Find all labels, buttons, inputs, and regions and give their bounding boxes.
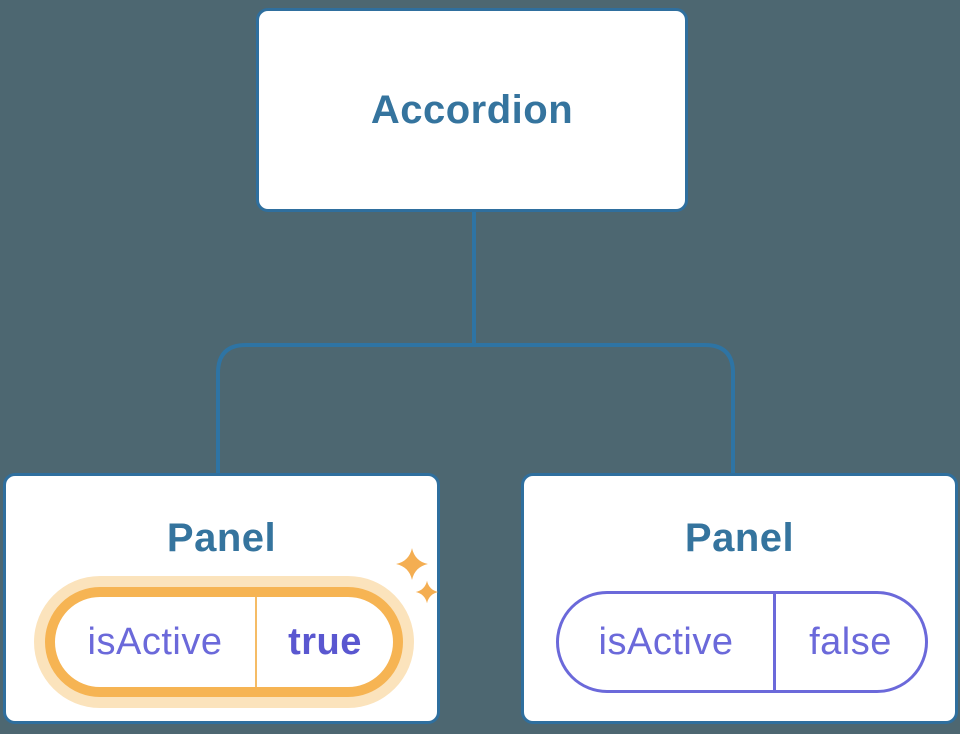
panel-node-active: Panel isActive true [3,473,440,724]
state-name-label: isActive [598,620,734,663]
state-value-label: true [288,620,362,663]
sparkle-icon [415,580,439,604]
panel-node-inactive: Panel isActive false [521,473,958,724]
state-value-cell: false [776,594,925,690]
sparkle-icon [396,548,428,580]
pill-divider [255,597,257,687]
accordion-node: Accordion [256,8,688,212]
state-value-cell: true [257,597,393,687]
sparkle-icon-shape [396,548,428,580]
state-name-cell: isActive [55,597,255,687]
connector-path [216,211,735,473]
panel-title: Panel [166,516,277,560]
sparkle-icon-shape [415,580,439,604]
state-value-label: false [809,620,892,663]
panel-title: Panel [684,516,795,560]
state-pill-active: isActive true [45,587,403,697]
state-name-cell: isActive [559,594,773,690]
pill-divider [773,594,776,690]
state-pill-inactive: isActive false [556,591,928,693]
accordion-node-label: Accordion [370,87,574,132]
state-name-label: isActive [87,620,223,663]
